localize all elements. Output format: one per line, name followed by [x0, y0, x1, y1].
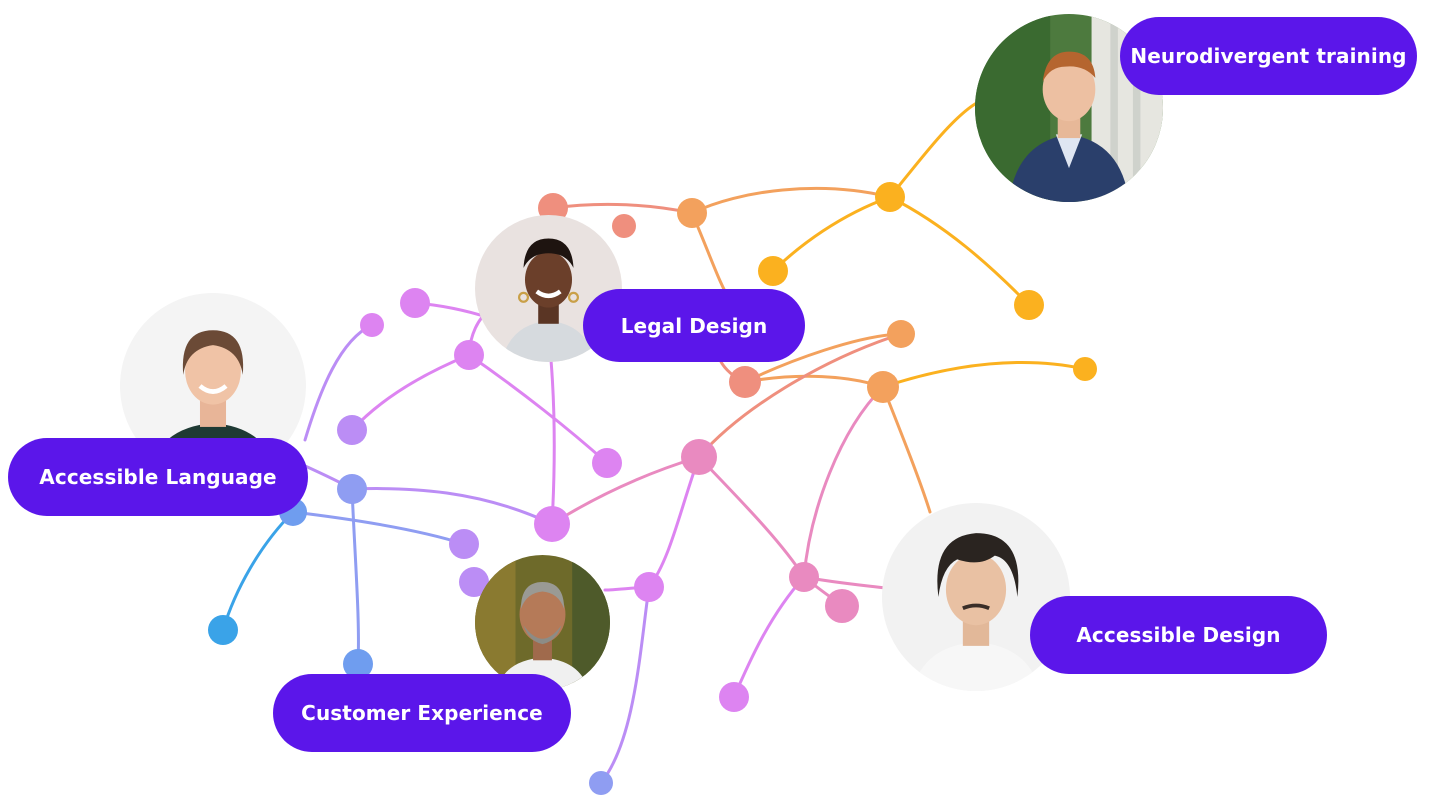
network-node	[208, 615, 238, 645]
network-node	[449, 529, 479, 559]
network-link	[881, 385, 932, 514]
network-node	[758, 256, 788, 286]
network-link	[690, 186, 892, 215]
network-link	[697, 332, 903, 459]
network-link	[291, 510, 466, 546]
network-node	[589, 771, 613, 795]
network-node	[534, 506, 570, 542]
network-link	[303, 323, 374, 442]
tag-accessible-language[interactable]: Accessible Language	[8, 438, 308, 516]
network-link	[551, 202, 694, 215]
network-link	[888, 195, 1031, 307]
network-node	[875, 182, 905, 212]
network-link	[802, 385, 885, 579]
network-node	[634, 572, 664, 602]
network-link	[888, 102, 977, 199]
tag-accessible-design[interactable]: Accessible Design	[1030, 596, 1327, 674]
network-node	[459, 567, 489, 597]
network-node	[337, 415, 367, 445]
network-node	[887, 320, 915, 348]
person-portrait-icon	[475, 555, 610, 690]
network-node	[825, 589, 859, 623]
network-link	[647, 455, 701, 589]
network-node	[343, 649, 373, 679]
network-link	[732, 575, 806, 699]
network-node	[592, 448, 622, 478]
network-node	[681, 439, 717, 475]
network-link	[350, 353, 471, 432]
network-node	[1014, 290, 1044, 320]
network-link	[467, 353, 609, 465]
network-link	[599, 585, 651, 785]
network-node	[454, 340, 484, 370]
tag-neurodivergent-training[interactable]: Neurodivergent training	[1120, 17, 1417, 95]
network-node	[729, 366, 761, 398]
portrait-customer-experience	[475, 555, 610, 690]
network-link	[771, 195, 892, 273]
network-link	[350, 487, 360, 666]
network-link	[350, 487, 554, 526]
network-node	[400, 288, 430, 318]
network-node	[612, 214, 636, 238]
network-node	[1073, 357, 1097, 381]
network-link	[743, 374, 885, 389]
network-node	[360, 313, 384, 337]
network-link	[221, 510, 295, 632]
tag-legal-design[interactable]: Legal Design	[583, 289, 805, 362]
network-link	[550, 455, 701, 526]
network-node	[789, 562, 819, 592]
network-link	[697, 455, 806, 579]
network-link	[549, 358, 556, 526]
tag-customer-experience[interactable]: Customer Experience	[273, 674, 571, 752]
network-node	[677, 198, 707, 228]
network-node	[867, 371, 899, 403]
network-link	[743, 332, 903, 384]
network-node	[719, 682, 749, 712]
network-node	[337, 474, 367, 504]
network-link	[881, 361, 1087, 389]
